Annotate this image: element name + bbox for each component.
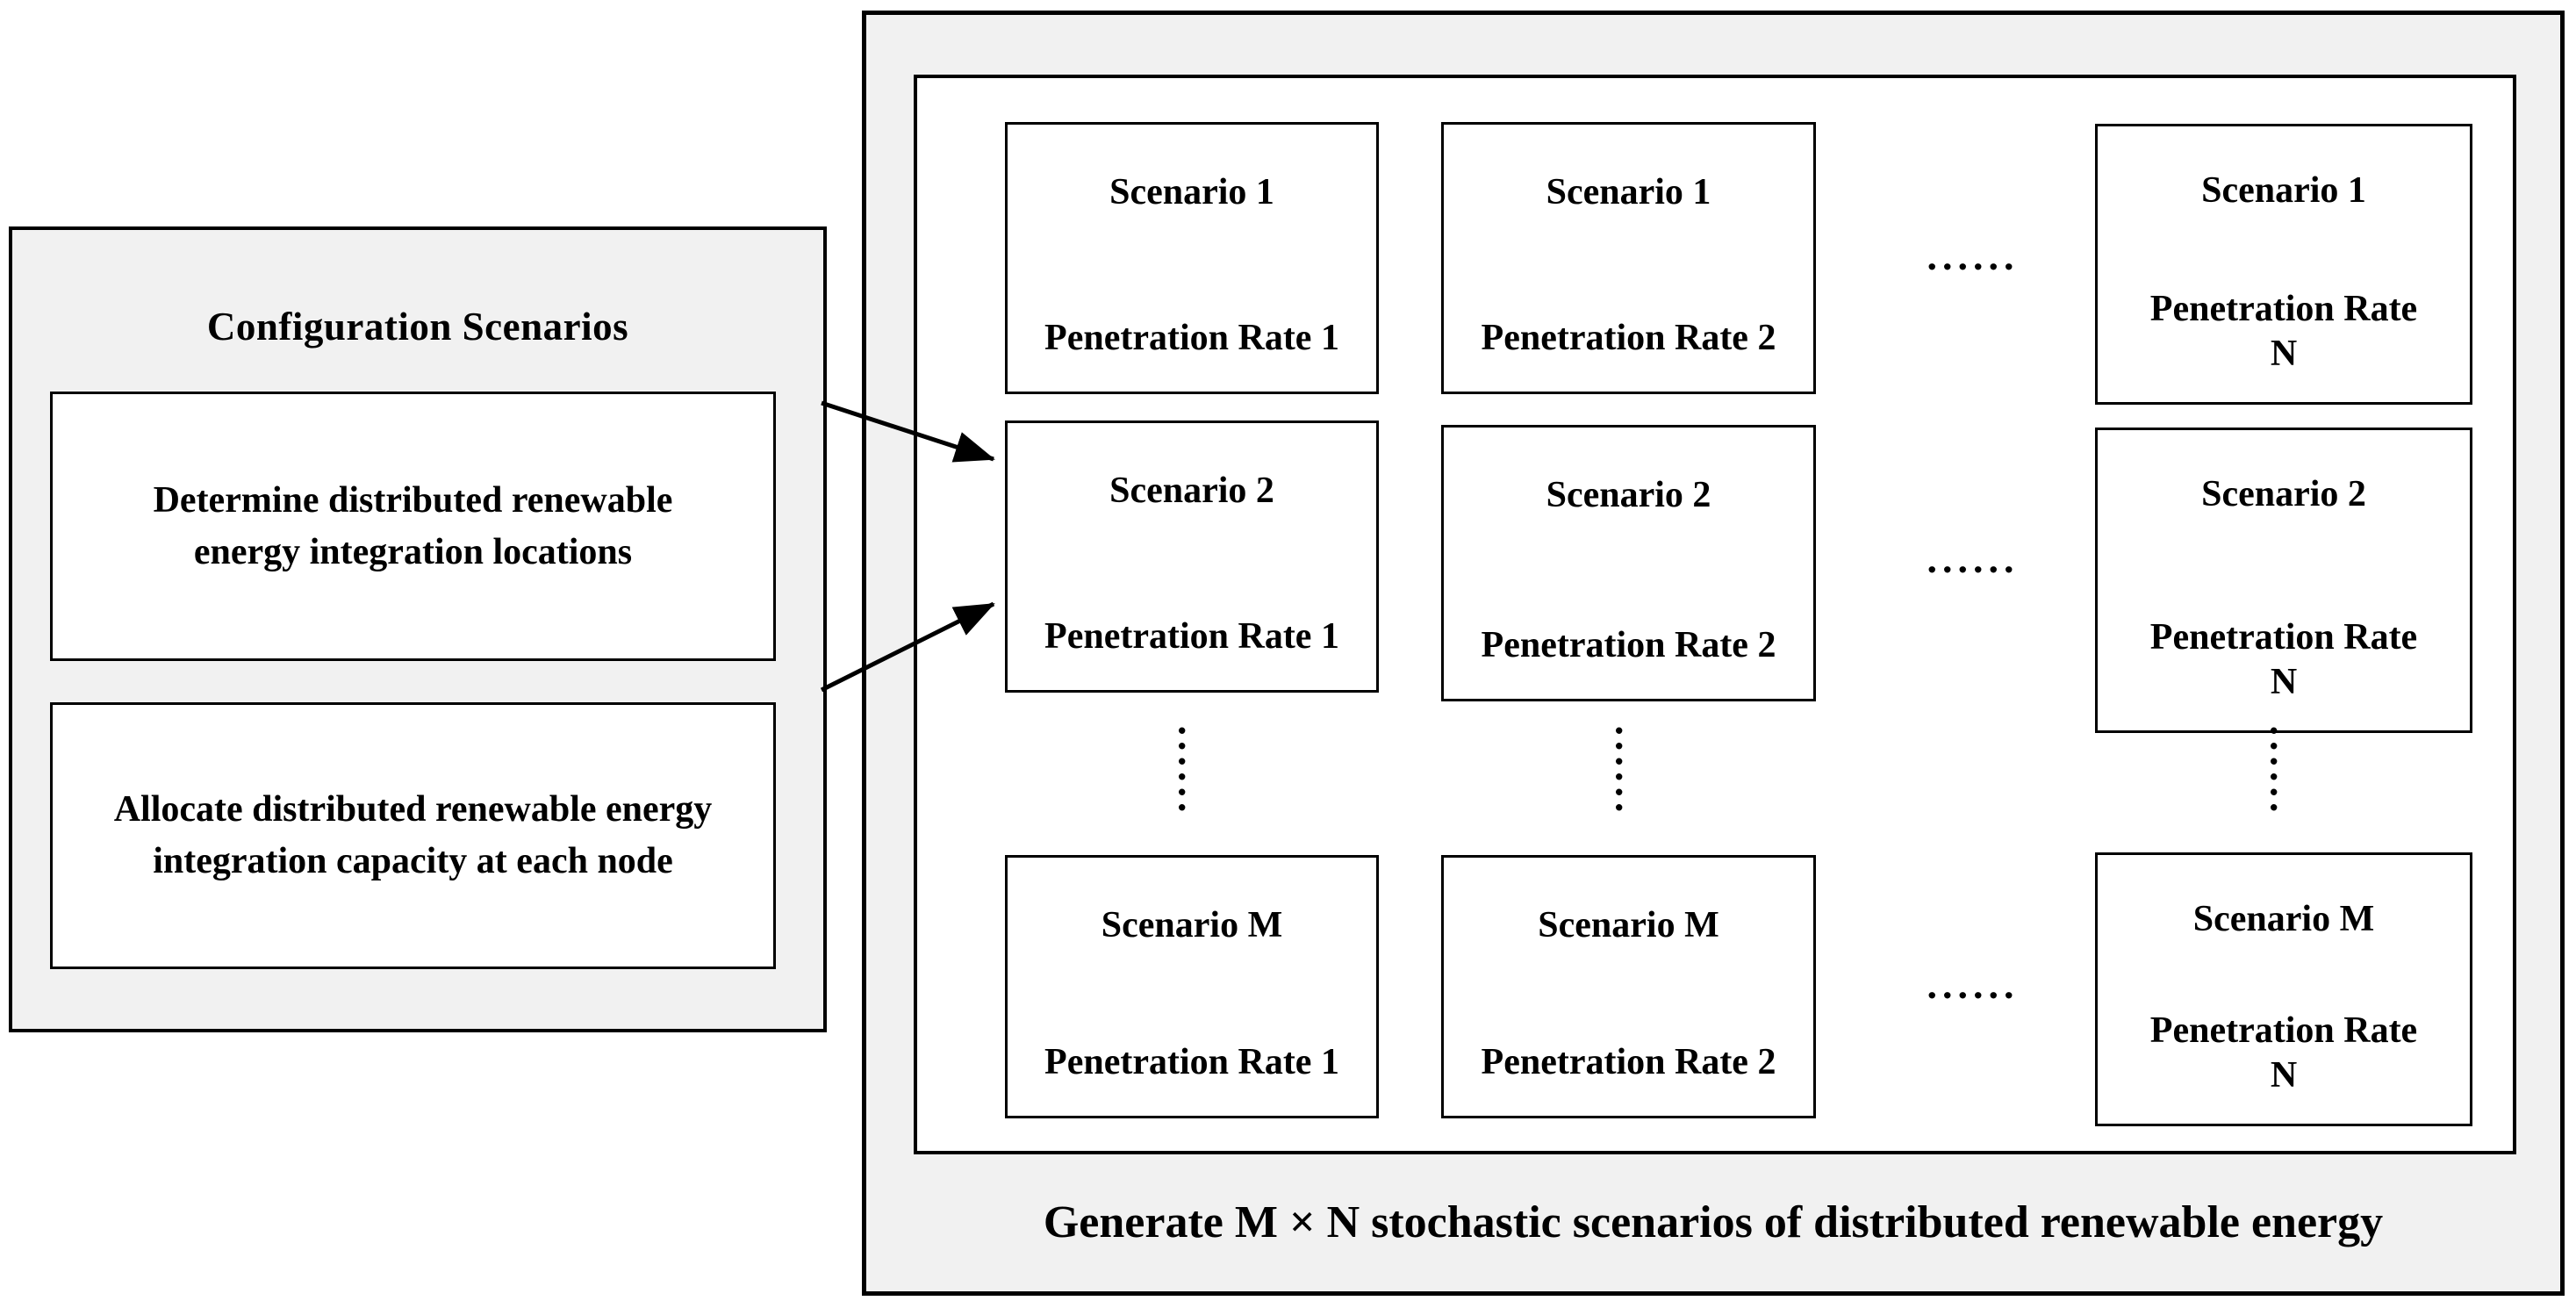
configuration-panel-title: Configuration Scenarios <box>206 305 629 349</box>
penetration-rate-label-line2: N <box>2270 1054 2298 1096</box>
allocate-capacity-line2: integration capacity at each node <box>153 841 673 881</box>
scenario-box-r2-cN: Scenario 2 Penetration Rate N <box>2095 428 2472 733</box>
scenario-box-rM-c1: Scenario M Penetration Rate 1 <box>1005 855 1379 1118</box>
determine-locations-line1: Determine distributed renewable <box>153 479 673 521</box>
scenario-box-r1-c2: Scenario 1 Penetration Rate 2 <box>1441 122 1816 394</box>
scenario-label: Scenario 2 <box>1546 475 1711 515</box>
penetration-rate-label: Penetration Rate <box>2149 1010 2418 1052</box>
penetration-rate-label: Penetration Rate 2 <box>1481 317 1776 358</box>
determine-locations-box: Determine distributed renewable energy i… <box>50 392 776 661</box>
scenario-grid-panel: Scenario 1 Penetration Rate 1 Scenario 1… <box>914 75 2516 1154</box>
generation-panel: Scenario 1 Penetration Rate 1 Scenario 1… <box>862 11 2565 1296</box>
penetration-rate-label-line2: N <box>2270 333 2298 374</box>
configuration-panel: Configuration Scenarios Determine distri… <box>9 226 827 1032</box>
scenario-box-r2-c2: Scenario 2 Penetration Rate 2 <box>1441 425 1816 701</box>
scenario-box-r2-c1: Scenario 2 Penetration Rate 1 <box>1005 420 1379 693</box>
scenario-label: Scenario 1 <box>1109 172 1274 212</box>
determine-locations-line2: energy integration locations <box>193 531 633 572</box>
allocate-capacity-line1: Allocate distributed renewable energy <box>113 789 713 830</box>
penetration-rate-label: Penetration Rate 1 <box>1044 615 1339 657</box>
scenario-box-r1-c1: Scenario 1 Penetration Rate 1 <box>1005 122 1379 394</box>
scenario-label: Scenario 1 <box>1546 172 1711 212</box>
scenario-label: Scenario 2 <box>1109 471 1274 511</box>
scenario-label: Scenario M <box>2192 899 2375 939</box>
penetration-rate-label: Penetration Rate 2 <box>1481 624 1776 665</box>
scenario-box-rM-cN: Scenario M Penetration Rate N <box>2095 852 2472 1126</box>
penetration-rate-label-line2: N <box>2270 661 2298 702</box>
row2-ellipsis: ...... <box>1927 536 2020 581</box>
scenario-box-rM-c2: Scenario M Penetration Rate 2 <box>1441 855 1816 1118</box>
generate-caption: Generate M × N stochastic scenarios of d… <box>1043 1197 2384 1247</box>
scenario-label: Scenario 2 <box>2201 474 2366 514</box>
penetration-rate-label: Penetration Rate <box>2149 617 2418 658</box>
row1-ellipsis: ...... <box>1927 234 2020 278</box>
column2-vertical-ellipsis: ...... <box>1607 725 1652 818</box>
scenario-box-r1-cN: Scenario 1 Penetration Rate N <box>2095 124 2472 405</box>
scenario-label: Scenario 1 <box>2201 170 2366 211</box>
rowM-ellipsis: ...... <box>1927 962 2020 1007</box>
column1-vertical-ellipsis: ...... <box>1170 725 1215 818</box>
penetration-rate-label: Penetration Rate 1 <box>1044 317 1339 358</box>
penetration-rate-label: Penetration Rate 1 <box>1044 1041 1339 1082</box>
columnN-vertical-ellipsis: ...... <box>2262 725 2307 818</box>
penetration-rate-label: Penetration Rate 2 <box>1481 1041 1776 1082</box>
scenario-label: Scenario M <box>1538 905 1719 945</box>
allocate-capacity-box: Allocate distributed renewable energy in… <box>50 702 776 969</box>
scenario-label: Scenario M <box>1101 905 1283 945</box>
penetration-rate-label: Penetration Rate <box>2149 289 2418 330</box>
